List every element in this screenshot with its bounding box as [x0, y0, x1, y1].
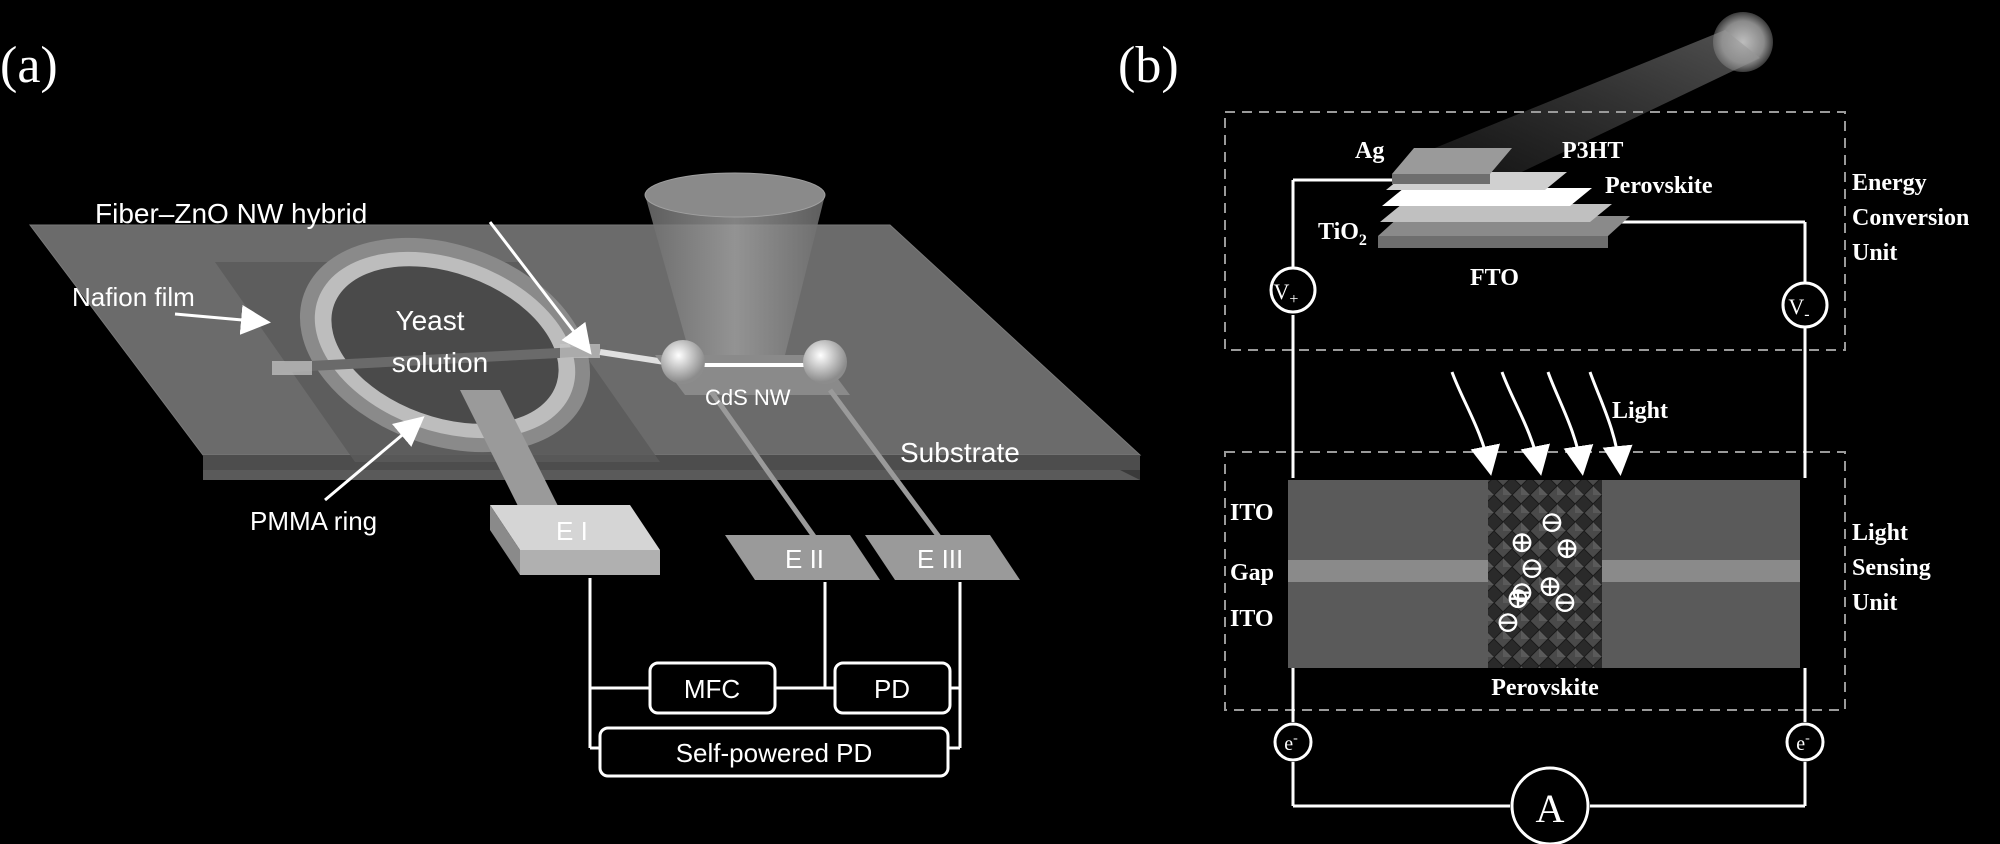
- light-label: Light: [1612, 398, 1668, 424]
- minus-charge: ⊖: [1519, 552, 1544, 585]
- cds-ball-left: [661, 340, 705, 384]
- pmma-arrow: [324, 416, 425, 502]
- svg-text:V+: V+: [1274, 279, 1299, 308]
- p3ht-label: P3HT: [1562, 138, 1623, 164]
- light-beam: [1430, 30, 1760, 180]
- minus-charge: ⊖: [1552, 586, 1577, 619]
- svg-text:e-: e-: [1796, 731, 1810, 755]
- solar-cell-stack: [1378, 148, 1630, 248]
- perovskite-bottom-label: Perovskite: [1491, 675, 1599, 701]
- svg-text:V-: V-: [1788, 294, 1809, 323]
- energy-label-1: Energy: [1852, 170, 1927, 196]
- electrode-e3: E III: [865, 535, 1020, 580]
- plus-charge: ⊕: [1505, 582, 1530, 615]
- nafion-label: Nafion film: [72, 282, 195, 312]
- energy-label-2: Conversion: [1852, 205, 1969, 231]
- ag-label: Ag: [1355, 138, 1384, 164]
- perovskite-top-label: Perovskite: [1605, 173, 1713, 199]
- fiber-arrow: [488, 221, 592, 355]
- e3-label: E III: [917, 544, 963, 574]
- v-plus-terminal: V+: [1269, 266, 1317, 314]
- minus-charge: ⊖: [1539, 506, 1564, 539]
- ito-layers: [1288, 480, 1800, 668]
- pmma-ring: [299, 237, 591, 453]
- fiber-label: Fiber–ZnO NW hybrid: [95, 198, 367, 229]
- electrode-e1: E I: [490, 505, 660, 575]
- plus-charge: ⊕: [1554, 532, 1579, 565]
- self-powered-pd-box: Self-powered PD: [598, 726, 950, 778]
- cds-label: CdS NW: [705, 385, 791, 410]
- electrode-e2: E II: [725, 535, 880, 580]
- e2-label: E II: [785, 544, 824, 574]
- nafion-arrow: [174, 304, 271, 335]
- charge-carriers: ⊖ ⊕ ⊖ ⊖ ⊕ ⊕ ⊕ ⊖ ⊖: [1495, 506, 1579, 639]
- plus-charge: ⊕: [1537, 570, 1562, 603]
- cds-cup: [644, 172, 826, 355]
- tio2-label: TiO2: [1318, 219, 1367, 249]
- electron-terminal-right: e-: [1785, 722, 1825, 762]
- light-arrows: [1450, 371, 1633, 476]
- self-powered-label: Self-powered PD: [676, 738, 873, 768]
- light-sensing-3: Unit: [1852, 590, 1897, 616]
- plus-charge: ⊕: [1509, 526, 1534, 559]
- substrate-label: Substrate: [900, 437, 1020, 468]
- circuit-wires: [588, 578, 962, 750]
- lead-e3: [827, 388, 948, 547]
- svg-text:e-: e-: [1284, 731, 1298, 755]
- energy-conversion-box: [1224, 111, 1846, 351]
- ito-bottom-label: ITO: [1230, 606, 1274, 632]
- pd-label: PD: [874, 674, 910, 704]
- yeast-label-1: Yeast: [395, 305, 464, 336]
- light-sensing-1: Light: [1852, 520, 1908, 546]
- ammeter-label: A: [1536, 786, 1565, 831]
- v-minus-terminal: V-: [1781, 281, 1829, 329]
- cds-ball-right: [803, 340, 847, 384]
- minus-charge: ⊖: [1495, 606, 1520, 639]
- e1-label: E I: [556, 516, 588, 546]
- circuit-b: [1291, 178, 1807, 808]
- electron-terminal-left: e-: [1273, 722, 1313, 762]
- mfc-box: MFC: [648, 661, 777, 715]
- panel-a-label: (a): [0, 37, 58, 94]
- pmma-label: PMMA ring: [250, 506, 377, 536]
- lead-e2: [707, 388, 823, 547]
- minus-charge: ⊖: [1509, 576, 1534, 609]
- yeast-label-2: solution: [392, 347, 489, 378]
- ammeter: A: [1510, 766, 1590, 844]
- lead-e1: [460, 390, 560, 510]
- panel-b: (b): [1118, 12, 1969, 844]
- gap-label: Gap: [1230, 560, 1274, 586]
- energy-label-3: Unit: [1852, 240, 1897, 266]
- ito-top-label: ITO: [1230, 500, 1274, 526]
- panel-a: (a): [0, 37, 1142, 778]
- fto-label: FTO: [1470, 265, 1519, 291]
- pd-box: PD: [833, 661, 952, 715]
- panel-b-label: (b): [1118, 37, 1179, 94]
- mfc-label: MFC: [684, 674, 740, 704]
- light-sensing-2: Sensing: [1852, 555, 1931, 581]
